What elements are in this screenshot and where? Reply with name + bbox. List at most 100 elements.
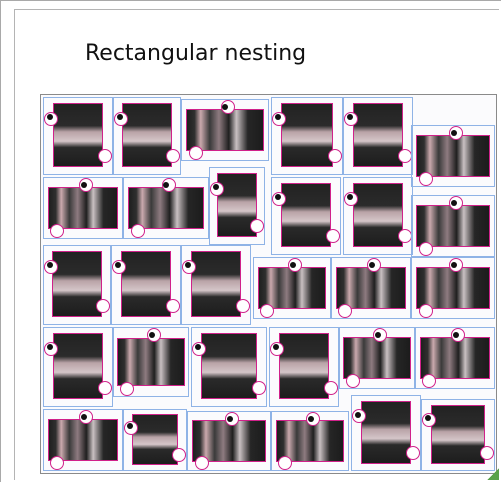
part-artwork xyxy=(52,251,102,318)
part-tab xyxy=(250,219,264,234)
registration-mark xyxy=(275,193,281,200)
part-tab xyxy=(345,374,360,388)
part-tab xyxy=(418,304,433,318)
part-artwork xyxy=(352,183,404,248)
nested-part xyxy=(343,97,413,175)
part-tab xyxy=(398,149,412,164)
registration-mark xyxy=(307,416,314,422)
registration-mark xyxy=(47,113,53,120)
part-artwork xyxy=(419,336,491,380)
part-tab xyxy=(418,242,433,256)
registration-mark xyxy=(47,262,53,269)
nested-part xyxy=(181,99,269,161)
part-artwork xyxy=(117,337,185,387)
part-tab xyxy=(324,381,338,396)
registration-mark xyxy=(450,130,457,136)
registration-mark xyxy=(115,262,121,269)
registration-mark xyxy=(185,262,191,269)
registration-mark xyxy=(222,104,229,110)
part-artwork xyxy=(415,204,491,248)
part-tab xyxy=(96,299,110,314)
part-tab xyxy=(236,299,250,314)
part-tab xyxy=(130,224,145,238)
part-artwork xyxy=(122,103,172,168)
nested-part xyxy=(411,125,495,187)
part-tab xyxy=(50,456,65,470)
nested-part xyxy=(331,257,411,319)
part-artwork xyxy=(280,103,334,168)
nested-part xyxy=(181,245,251,325)
registration-mark xyxy=(148,332,155,338)
part-tab xyxy=(98,149,112,164)
registration-mark xyxy=(195,344,201,351)
nested-part xyxy=(113,97,181,175)
part-artwork xyxy=(191,420,267,462)
nested-part xyxy=(43,245,111,325)
registration-mark xyxy=(425,414,431,421)
part-tab xyxy=(172,447,186,462)
nested-part xyxy=(271,411,349,471)
nested-part xyxy=(269,327,339,407)
registration-mark xyxy=(47,344,53,351)
part-artwork xyxy=(280,183,332,248)
registration-mark xyxy=(450,262,457,268)
resize-grip-icon[interactable] xyxy=(487,468,499,480)
part-artwork xyxy=(52,103,104,168)
part-artwork xyxy=(47,418,119,462)
part-tab xyxy=(260,304,275,318)
nested-part xyxy=(43,327,113,407)
nested-part xyxy=(187,411,271,471)
part-artwork xyxy=(278,333,330,400)
part-artwork xyxy=(201,333,257,400)
part-tab xyxy=(326,229,340,244)
part-artwork xyxy=(415,134,491,178)
part-artwork xyxy=(360,400,412,464)
part-artwork xyxy=(335,266,407,310)
part-tab xyxy=(166,299,180,314)
registration-mark xyxy=(80,414,87,420)
registration-mark xyxy=(289,262,296,268)
part-tab xyxy=(278,456,293,470)
part-tab xyxy=(188,146,203,160)
nested-part xyxy=(209,167,265,245)
figure-title: Rectangular nesting xyxy=(85,41,307,66)
nested-part xyxy=(343,177,413,255)
nested-part xyxy=(191,327,267,407)
part-artwork xyxy=(415,266,491,310)
part-artwork xyxy=(343,336,411,380)
part-tab xyxy=(50,224,65,238)
part-tab xyxy=(418,172,433,186)
nested-part xyxy=(351,395,421,471)
registration-mark xyxy=(347,113,353,120)
nested-part xyxy=(421,399,495,471)
part-artwork xyxy=(257,266,327,310)
registration-mark xyxy=(163,182,170,188)
part-tab xyxy=(166,149,180,164)
nested-part xyxy=(43,97,113,175)
nested-part xyxy=(271,97,343,175)
nested-part xyxy=(411,195,495,257)
part-artwork xyxy=(47,186,119,230)
part-artwork xyxy=(216,173,258,238)
nested-part xyxy=(43,177,123,239)
registration-mark xyxy=(450,200,457,206)
registration-mark xyxy=(347,193,353,200)
nested-part xyxy=(415,327,495,389)
part-artwork xyxy=(128,186,204,230)
part-artwork xyxy=(186,108,264,152)
registration-mark xyxy=(117,113,123,120)
part-tab xyxy=(328,149,342,164)
registration-mark xyxy=(226,416,233,422)
registration-mark xyxy=(273,344,279,351)
nested-part xyxy=(113,327,189,397)
registration-mark xyxy=(213,183,219,190)
part-artwork xyxy=(275,420,345,462)
part-artwork xyxy=(52,333,104,400)
part-artwork xyxy=(131,413,179,466)
part-artwork xyxy=(190,251,242,318)
nested-part xyxy=(339,327,415,389)
registration-mark xyxy=(368,262,375,268)
nested-part xyxy=(253,257,331,319)
part-tab xyxy=(252,381,266,396)
